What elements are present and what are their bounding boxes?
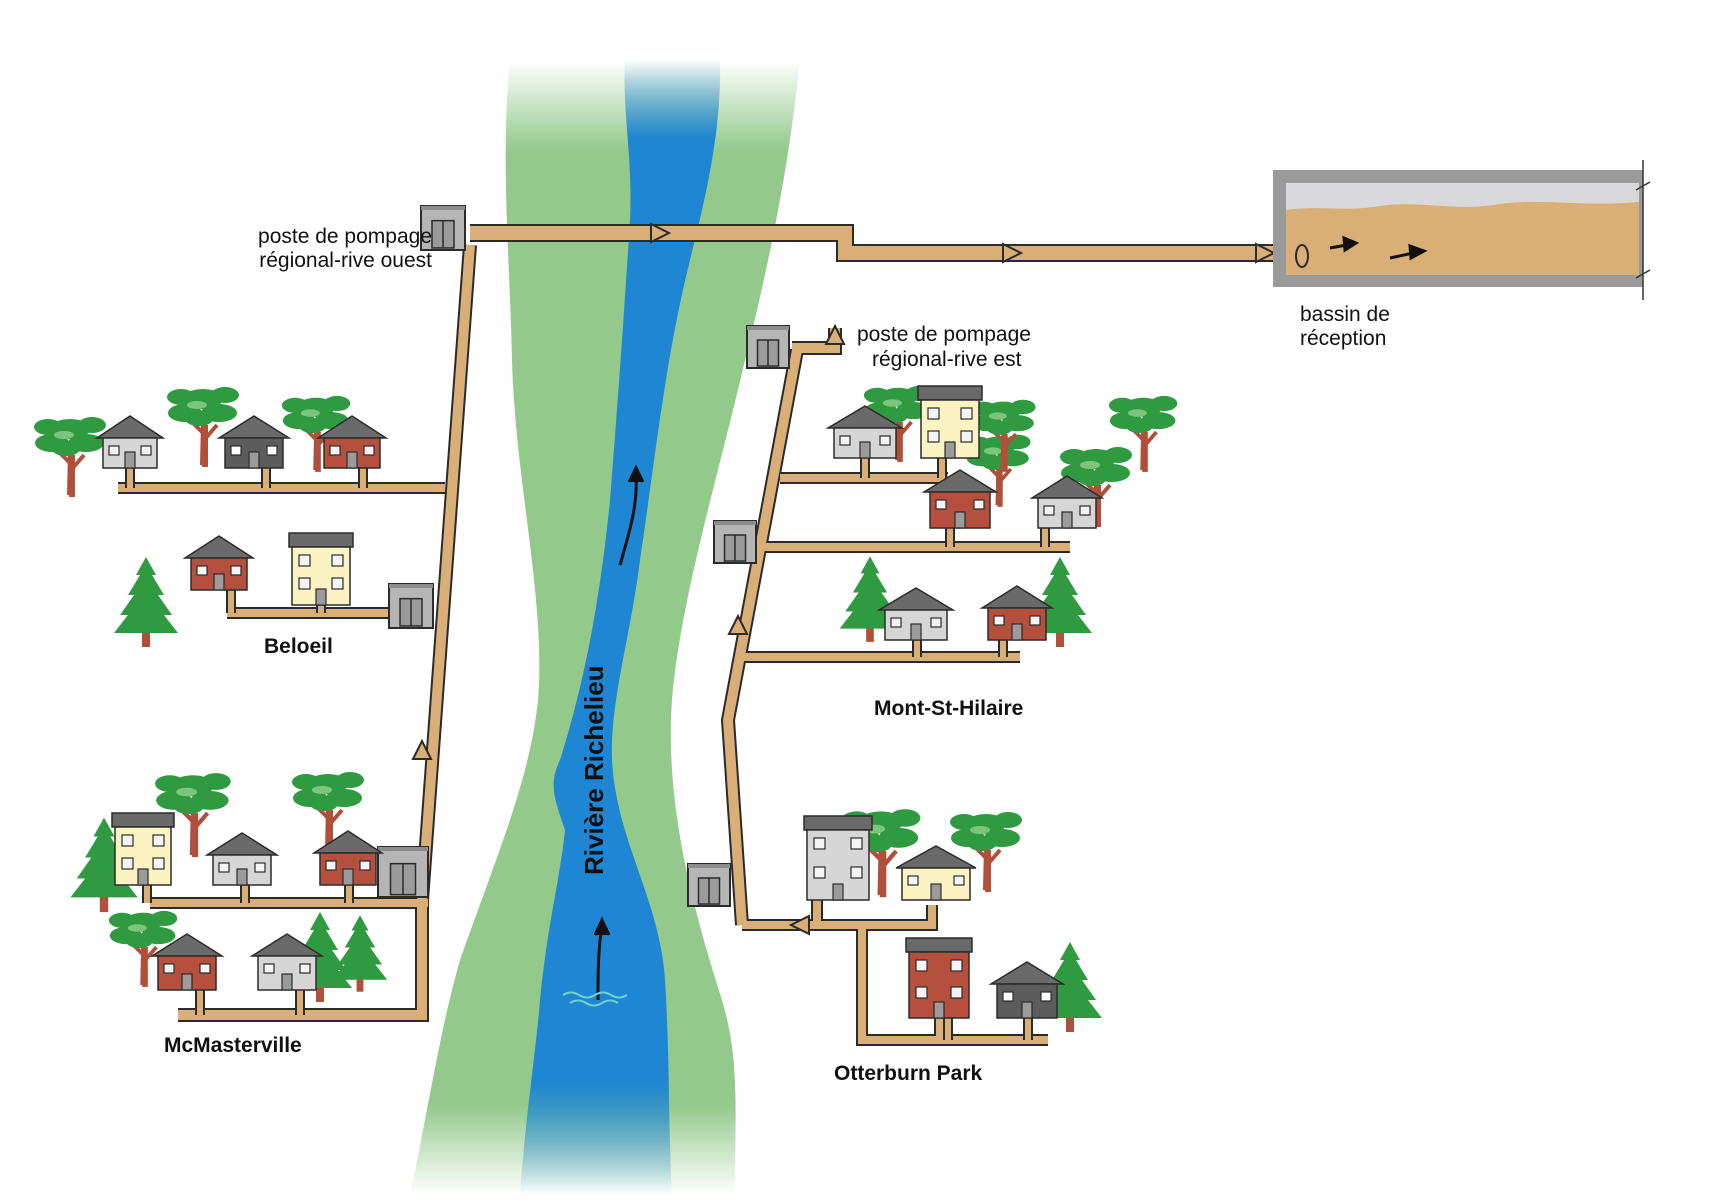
basin-sludge (1286, 201, 1639, 275)
tree-icon (950, 812, 1022, 892)
house-icon (216, 415, 292, 469)
house-icon (1029, 475, 1105, 529)
east-station-label-line1: poste de pompage (857, 323, 1031, 346)
basin-label-line1: bassin de (1300, 303, 1390, 326)
pump-station-icon (378, 847, 428, 851)
flow-arrow-icon (411, 738, 433, 760)
water-ripple (562, 991, 628, 1007)
pump-station-mcmasterville (377, 846, 429, 898)
pipe-network (118, 222, 1300, 1046)
reception-basin (1273, 160, 1651, 300)
pump-station-icon (714, 521, 756, 525)
pump-station-west-regional (420, 205, 466, 251)
pump-station-otterburn (687, 863, 731, 907)
tree-icon (332, 915, 388, 992)
pipe-east-trunk (722, 349, 802, 926)
flow-arrow-icon (650, 222, 672, 244)
pump-stations (377, 205, 790, 907)
tree-icon (114, 557, 178, 647)
west-station-label-line1: poste de pompage (258, 225, 432, 248)
tree-icon (1060, 447, 1132, 527)
house-icon (825, 405, 905, 459)
pump-station-icon (747, 326, 789, 330)
flow-arrow-icon (788, 914, 810, 936)
tree-icon (292, 772, 364, 852)
house-icon (149, 933, 225, 991)
pump-station-icon (688, 864, 730, 868)
house-icon (311, 830, 385, 886)
house-icon (979, 585, 1055, 641)
flow-arrow-icon (1002, 242, 1024, 264)
tree-icon (34, 417, 106, 497)
house-icon (288, 532, 354, 606)
house-icon (249, 933, 325, 991)
pipe-otterburn-lateral-2 (858, 925, 1048, 1044)
river-label: Rivière Richelieu (579, 665, 609, 875)
house-icon (876, 587, 956, 641)
flow-arrow-icon (727, 613, 749, 635)
basin-flow-arrow (1329, 235, 1428, 261)
house-icon (94, 415, 166, 469)
tree-icon (108, 910, 178, 987)
town-labels: Beloeil McMasterville Mont-St-Hilaire Ot… (164, 635, 1023, 1085)
station-labels: poste de pompage régional-rive ouest pos… (258, 225, 1390, 371)
pump-station-beloeil (388, 583, 434, 629)
house-icon (895, 845, 977, 901)
house-icon (917, 385, 983, 459)
flow-arrow-icon (1255, 242, 1277, 264)
house-icon (988, 961, 1066, 1019)
basin-label-line2: réception (1300, 327, 1386, 350)
house-icon (111, 812, 175, 886)
tree-icon (167, 387, 239, 467)
tree-icon (1108, 395, 1178, 472)
tree-icon (155, 773, 231, 858)
river-water (520, 60, 721, 1195)
house-icon (315, 415, 389, 469)
house-icon (182, 535, 256, 591)
town-label-mcmasterville: McMasterville (164, 1034, 302, 1057)
town-label-mont-st-hilaire: Mont-St-Hilaire (874, 697, 1023, 720)
house-icon (204, 832, 280, 886)
town-label-otterburn-park: Otterburn Park (834, 1062, 983, 1085)
house-icon (905, 937, 973, 1019)
house-icon (921, 469, 999, 529)
pump-station-mont-st-hilaire-1 (713, 520, 757, 564)
pump-station-icon (421, 206, 465, 210)
town-label-beloeil: Beloeil (264, 635, 333, 658)
basin-inlet-pipe-end (1295, 244, 1309, 268)
pump-station-east-regional (746, 325, 790, 369)
flow-arrow-icon (824, 323, 846, 345)
pump-station-icon (389, 584, 433, 588)
east-station-label-line2: régional-rive est (872, 348, 1022, 371)
west-station-label-line2: régional-rive ouest (259, 249, 432, 272)
river-corridor: Rivière Richelieu (410, 60, 800, 1195)
houses (94, 385, 1105, 1019)
house-icon (803, 815, 873, 901)
pipe-otterburn-lateral-1 (742, 905, 936, 929)
tree-icon (281, 395, 351, 472)
